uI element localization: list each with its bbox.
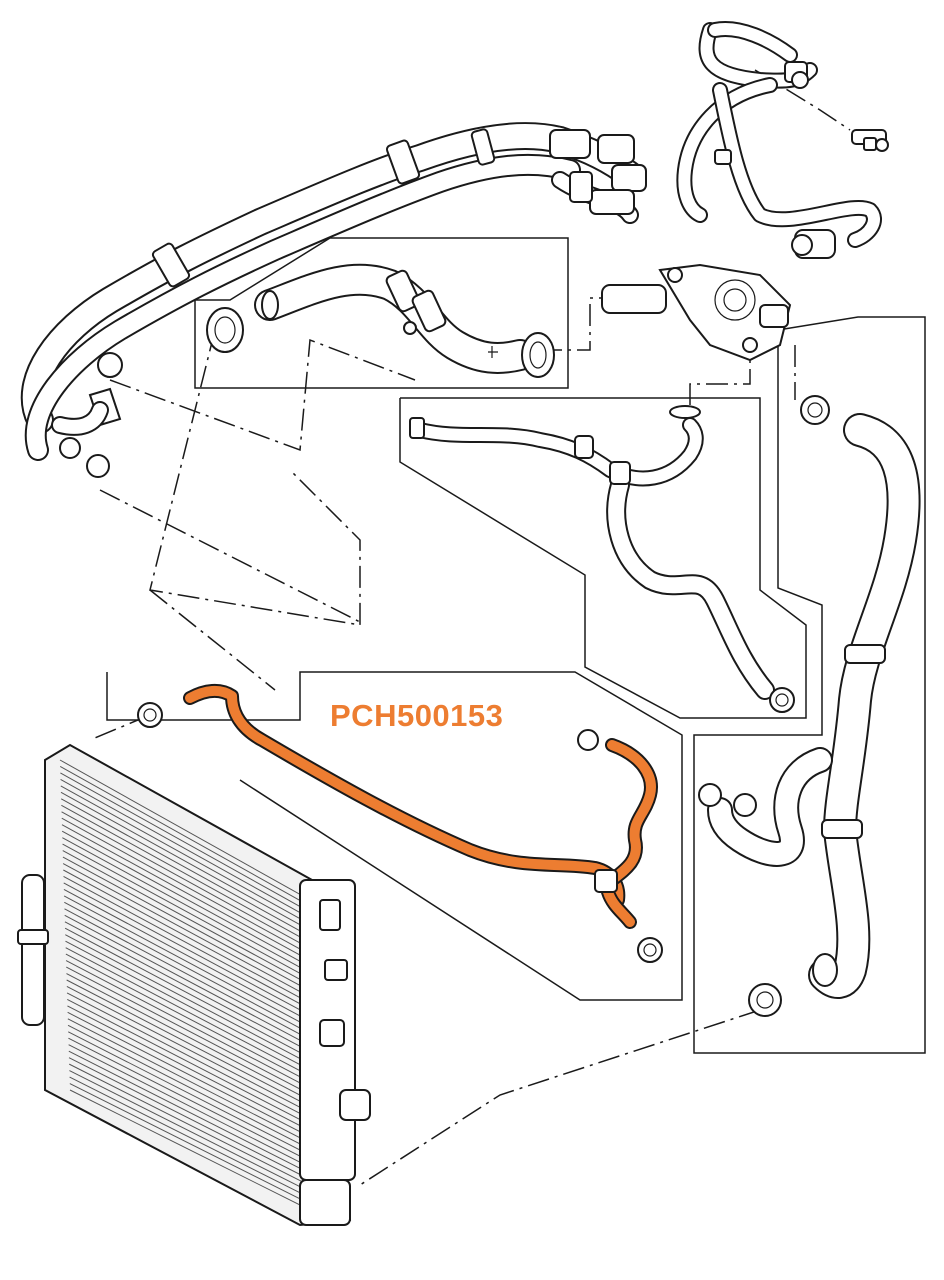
part-number-label: PCH500153 [330, 698, 504, 733]
radiator-fin [66, 973, 324, 1108]
radiator-fin [63, 876, 318, 1014]
top-right-hose [676, 21, 889, 259]
radiator-fin [60, 791, 313, 932]
top-connector [549, 129, 647, 215]
radiator-fin [64, 927, 321, 1064]
radiator-fin [64, 921, 321, 1058]
bypass-hose [409, 405, 795, 713]
upper-hose-frame [194, 237, 569, 389]
radiator-fin [62, 850, 316, 989]
large-bottom-hose [698, 395, 921, 1017]
radiator-fin [60, 772, 312, 913]
radiator [17, 743, 371, 1227]
radiator-fin [64, 901, 319, 1039]
radiator-fin [62, 843, 316, 983]
radiator-fin [66, 979, 324, 1114]
radiator-fin [67, 1024, 327, 1158]
radiator-fin [60, 778, 312, 920]
radiator-fin [68, 1057, 329, 1190]
radiator-fin [59, 759, 311, 901]
radiator-fin [65, 934, 321, 1070]
radiator-fin [67, 1005, 326, 1139]
radiator-fins [59, 759, 331, 1221]
pch500153-branch [607, 740, 656, 885]
radiator-fin [68, 1063, 329, 1196]
radiator-fin [65, 940, 322, 1077]
radiator-fin [69, 1089, 331, 1221]
radiator-fin [62, 856, 317, 995]
bottom-hose-frame [693, 316, 926, 1054]
radiator-fin [59, 766, 311, 907]
radiator-fin [61, 830, 315, 970]
radiator-fin [65, 947, 322, 1083]
thermostat-housing [601, 263, 792, 362]
radiator-fin [63, 895, 319, 1033]
upper-long-hose [20, 122, 647, 478]
radiator-fin [68, 1037, 328, 1171]
radiator-fin [67, 1018, 326, 1152]
radiator-fin [67, 998, 325, 1133]
radiator-fin [62, 837, 315, 976]
radiator-fin [69, 1076, 330, 1208]
radiator-fin [63, 882, 318, 1020]
radiator-fin [68, 1044, 328, 1177]
radiator-fin [61, 817, 314, 957]
radiator-fin [60, 798, 313, 939]
radiator-fin [61, 824, 315, 964]
upper-framed-hose [206, 263, 555, 378]
pch500153-main-run [185, 686, 624, 905]
radiator-fin [60, 785, 312, 926]
radiator-fin [67, 1011, 326, 1146]
radiator-fin [69, 1070, 330, 1202]
radiator-fin [65, 953, 322, 1089]
pch500153-stub [603, 887, 635, 927]
radiator-fin [66, 966, 323, 1102]
pch500153-hose [137, 684, 663, 963]
radiator-fin [64, 914, 320, 1052]
radiator-fin [64, 908, 320, 1045]
pch-hose-frame [106, 671, 683, 1001]
tee-connector [851, 129, 889, 152]
radiator-fin [61, 804, 313, 945]
radiator-fin [66, 992, 325, 1127]
radiator-fin [65, 960, 323, 1095]
radiator-fin [66, 986, 324, 1121]
leader-lines [89, 69, 851, 1186]
radiator-fin [63, 888, 319, 1026]
radiator-fin [69, 1083, 330, 1215]
radiator-fin [61, 811, 314, 951]
bypass-hose-frame [399, 397, 807, 719]
radiator-fin [63, 869, 317, 1008]
callout-frames [106, 237, 926, 1054]
radiator-fin [68, 1050, 328, 1183]
radiator-fin [68, 1031, 327, 1164]
radiator-fin [62, 863, 317, 1001]
